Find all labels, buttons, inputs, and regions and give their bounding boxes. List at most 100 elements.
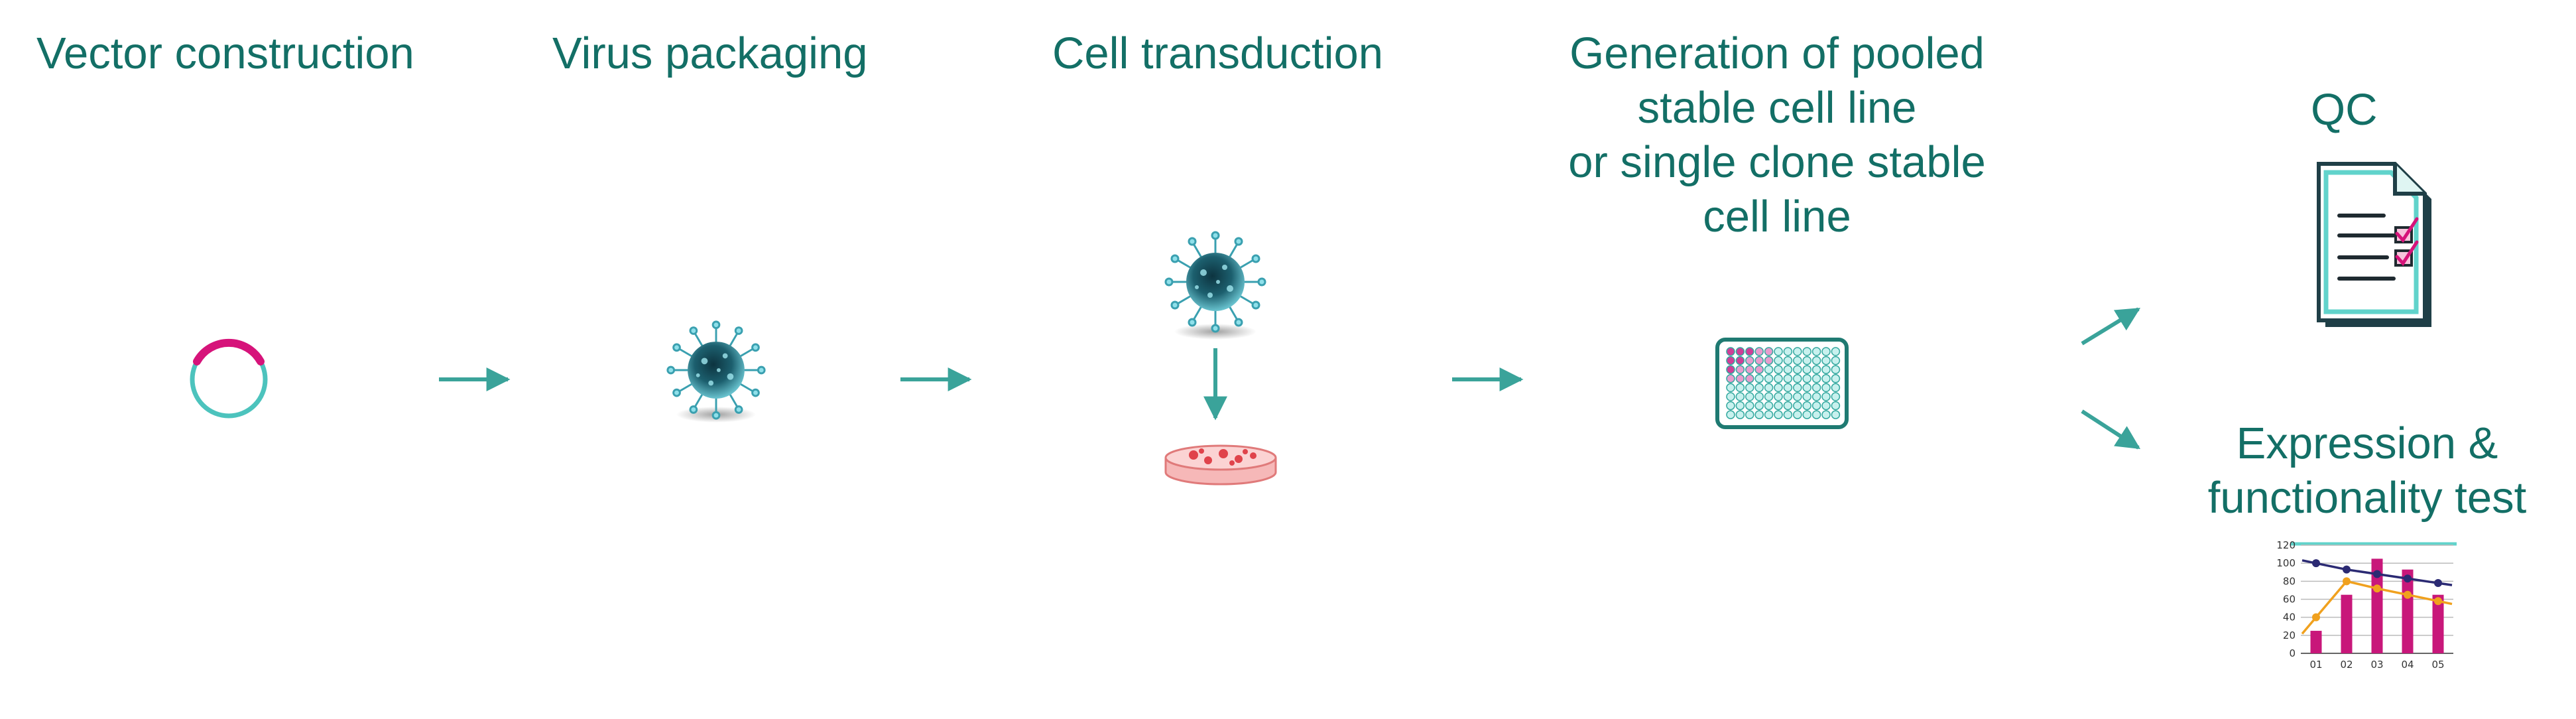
well — [1745, 392, 1754, 401]
well — [1802, 365, 1811, 374]
y-tick-label: 80 — [2283, 575, 2296, 587]
chart-point — [2343, 577, 2351, 586]
well — [1783, 374, 1793, 383]
well — [1811, 356, 1821, 365]
well — [1745, 383, 1754, 393]
well — [1726, 401, 1735, 411]
well — [1774, 410, 1783, 419]
well — [1802, 401, 1811, 411]
y-tick-label: 60 — [2283, 594, 2296, 606]
well — [1811, 347, 1821, 356]
well — [1831, 392, 1841, 401]
well — [1793, 374, 1802, 383]
well — [1793, 410, 1802, 419]
well — [1793, 347, 1802, 356]
well — [1735, 356, 1745, 365]
well — [1774, 356, 1783, 365]
well — [1735, 374, 1745, 383]
x-tick-label: 04 — [2401, 659, 2414, 671]
well — [1793, 392, 1802, 401]
well — [1811, 410, 1821, 419]
well — [1745, 347, 1754, 356]
well — [1821, 383, 1831, 393]
well — [1764, 365, 1774, 374]
x-tick-label: 02 — [2340, 659, 2353, 671]
well — [1821, 374, 1831, 383]
chart-point — [2404, 574, 2412, 583]
chart-point — [2404, 590, 2412, 599]
well — [1745, 356, 1754, 365]
well — [1793, 383, 1802, 393]
well — [1774, 365, 1783, 374]
well — [1745, 401, 1754, 411]
well — [1726, 374, 1735, 383]
y-tick-label: 40 — [2283, 612, 2296, 623]
well — [1811, 374, 1821, 383]
y-tick-label: 20 — [2283, 629, 2296, 641]
plasmid-icon — [190, 338, 268, 419]
well — [1754, 347, 1764, 356]
well — [1745, 365, 1754, 374]
well — [1726, 392, 1735, 401]
well — [1831, 401, 1841, 411]
step-label-vector-construction: Vector construction — [36, 29, 414, 78]
well — [1735, 401, 1745, 411]
well — [1802, 356, 1811, 365]
well — [1764, 374, 1774, 383]
well — [1726, 410, 1735, 419]
well — [1783, 347, 1793, 356]
well — [1793, 401, 1802, 411]
well — [1764, 410, 1774, 419]
well — [1811, 365, 1821, 374]
y-tick-label: 100 — [2276, 557, 2296, 569]
well — [1821, 347, 1831, 356]
well — [1811, 392, 1821, 401]
well — [1793, 365, 1802, 374]
well — [1821, 410, 1831, 419]
well — [1735, 392, 1745, 401]
chart-bar — [2402, 569, 2414, 653]
step-label-generation: Generation of pooled stable cell line or… — [1568, 29, 1986, 241]
well — [1764, 401, 1774, 411]
virus-icon — [666, 320, 766, 423]
well — [1793, 356, 1802, 365]
x-tick-label: 05 — [2431, 659, 2444, 671]
well — [1764, 383, 1774, 393]
well — [1754, 401, 1764, 411]
checklist-document-icon — [2317, 162, 2431, 327]
well — [1831, 383, 1841, 393]
chart-bar — [2341, 594, 2353, 653]
well — [1726, 356, 1735, 365]
well — [1783, 365, 1793, 374]
chart-bar — [2432, 594, 2444, 653]
chart-point — [2343, 565, 2351, 574]
well — [1821, 365, 1831, 374]
well — [1802, 383, 1811, 393]
well — [1754, 365, 1764, 374]
flow-arrow-expression — [2081, 409, 2141, 450]
well — [1726, 383, 1735, 393]
step-label-cell-transduction: Cell transduction — [1052, 29, 1384, 78]
chart-point — [2434, 579, 2442, 588]
step-label-qc: QC — [2311, 85, 2378, 135]
petri-dish-icon — [1164, 444, 1277, 486]
well — [1774, 374, 1783, 383]
well — [1802, 347, 1811, 356]
transduction-virus-icon — [1164, 231, 1266, 340]
chart-bar — [2310, 631, 2322, 653]
well — [1735, 410, 1745, 419]
well — [1726, 347, 1735, 356]
chart-point — [2434, 597, 2442, 606]
well — [1774, 401, 1783, 411]
chart-point — [2312, 613, 2320, 621]
well — [1726, 365, 1735, 374]
well — [1735, 383, 1745, 393]
well — [1783, 392, 1793, 401]
y-tick-label: 120 — [2276, 539, 2296, 551]
y-tick-label: 0 — [2289, 647, 2296, 659]
well — [1774, 392, 1783, 401]
well — [1735, 347, 1745, 356]
x-tick-label: 03 — [2370, 659, 2383, 671]
well — [1821, 356, 1831, 365]
